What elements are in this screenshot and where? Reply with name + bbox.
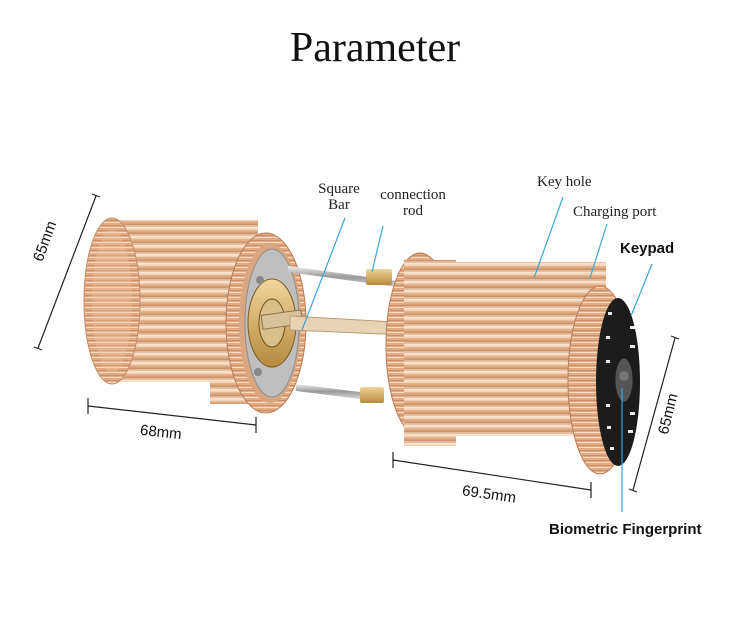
label-charging-port: Charging port bbox=[573, 204, 657, 220]
page-title: Parameter bbox=[289, 25, 461, 71]
label-connection-rod: connection rod bbox=[380, 187, 446, 219]
dimension-lines bbox=[33, 193, 680, 498]
label-keypad: Keypad bbox=[620, 240, 675, 257]
right-lock-body bbox=[385, 252, 633, 475]
keypad-face bbox=[596, 294, 640, 466]
label-square-bar: Square Bar bbox=[318, 181, 360, 213]
label-biometric-fingerprint: Biometric Fingerprint bbox=[549, 521, 702, 538]
callout-lines bbox=[301, 196, 653, 512]
label-key-hole: Key hole bbox=[537, 174, 592, 190]
